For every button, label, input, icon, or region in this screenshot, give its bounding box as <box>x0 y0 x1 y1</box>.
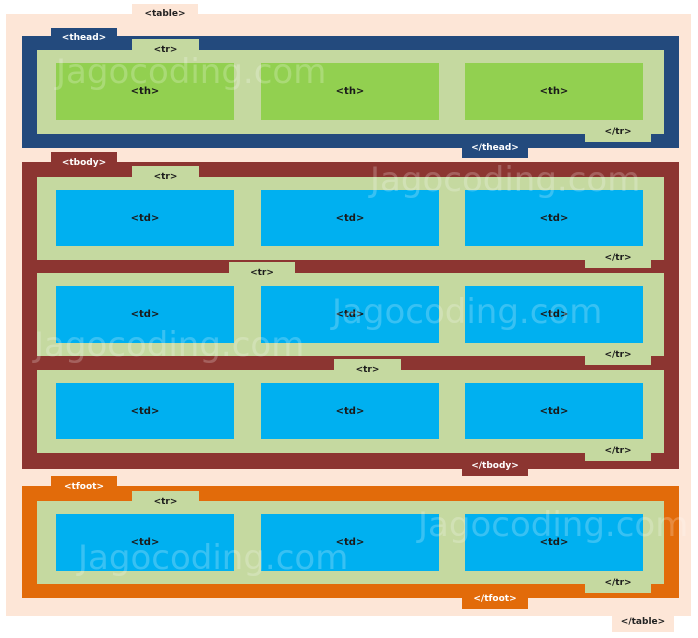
tfoot-close-tag: </tfoot> <box>462 589 528 609</box>
tbody-close-tag: </tbody> <box>462 456 528 476</box>
tfoot-tr-open-tag: <tr> <box>132 491 199 512</box>
thead-tr-close-tag: </tr> <box>585 121 651 142</box>
tbody-tr-open-tag-3: <tr> <box>334 359 401 380</box>
tbody-tr-open-tag-2: <tr> <box>229 262 295 283</box>
th-cell: <th> <box>56 63 234 120</box>
td-cell: <td> <box>56 190 234 246</box>
tbody-tr-open-tag-1: <tr> <box>132 166 199 187</box>
table-close-tag: </table> <box>612 612 674 632</box>
td-cell: <td> <box>261 286 439 343</box>
td-cell: <td> <box>56 286 234 343</box>
td-cell: <td> <box>56 514 234 571</box>
tfoot-open-tag: <tfoot> <box>51 476 117 497</box>
td-cell: <td> <box>465 383 643 439</box>
td-cell: <td> <box>465 514 643 571</box>
tbody-tr-close-tag-3: </tr> <box>585 440 651 461</box>
td-cell: <td> <box>261 190 439 246</box>
thead-open-tag: <thead> <box>51 28 117 48</box>
td-cell: <td> <box>465 286 643 343</box>
thead-close-tag: </thead> <box>462 138 528 158</box>
table-open-tag: <table> <box>132 4 198 24</box>
thead-tr-open-tag: <tr> <box>132 39 199 60</box>
td-cell: <td> <box>261 383 439 439</box>
tbody-open-tag: <tbody> <box>51 152 117 173</box>
th-cell: <th> <box>261 63 439 120</box>
td-cell: <td> <box>56 383 234 439</box>
td-cell: <td> <box>465 190 643 246</box>
td-cell: <td> <box>261 514 439 571</box>
tfoot-tr-close-tag: </tr> <box>585 572 651 593</box>
tbody-tr-close-tag-2: </tr> <box>585 344 651 365</box>
th-cell: <th> <box>465 63 643 120</box>
tbody-tr-close-tag-1: </tr> <box>585 247 651 268</box>
